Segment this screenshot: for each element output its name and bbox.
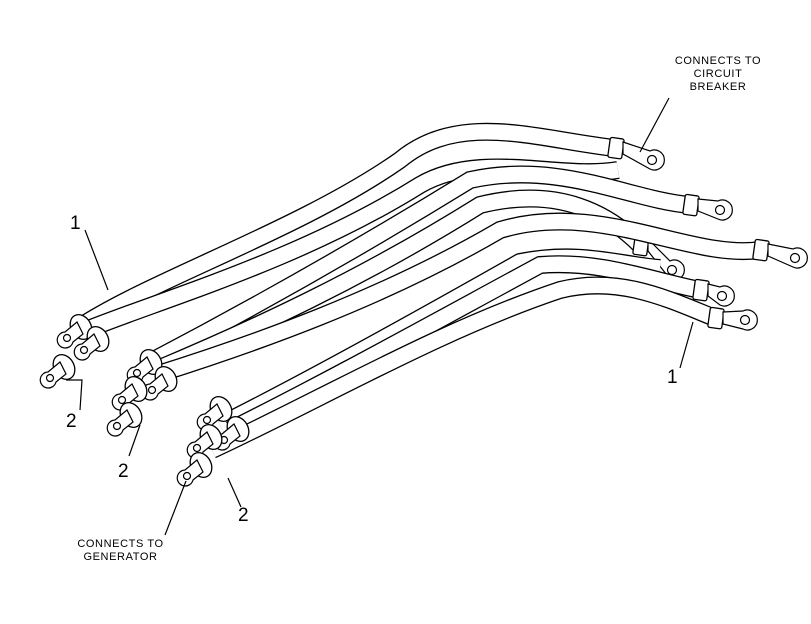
terminal-hole [789, 252, 801, 264]
terminal-hole [132, 368, 142, 378]
callout-line: CIRCUIT [693, 68, 743, 80]
item-number-2: 2 [238, 505, 249, 526]
terminal-hole [62, 333, 72, 343]
leader-line-generator [164, 480, 187, 536]
terminal-hole [192, 443, 202, 453]
cable-core [157, 190, 646, 376]
ring-terminal [56, 321, 84, 349]
callout-circuit-breaker: CONNECTS TO CIRCUIT BREAKER [668, 55, 768, 94]
ring-terminal [106, 409, 134, 437]
terminal-hole [117, 395, 127, 405]
terminal-hole [646, 154, 658, 166]
callout-generator: CONNECTS TO GENERATOR [63, 538, 178, 564]
callout-line: CONNECTS TO [674, 55, 762, 67]
cable-core [73, 124, 616, 335]
ring-terminal [176, 459, 204, 487]
terminal-hole [716, 290, 728, 302]
ring-terminal [767, 243, 808, 269]
terminal-hole [182, 471, 192, 481]
item-number-2: 2 [66, 411, 77, 432]
cable-bundle [39, 122, 808, 487]
terminal-hole [714, 204, 726, 216]
callout-line: GENERATOR [83, 551, 158, 563]
leader-line-circuit-breaker [639, 97, 670, 153]
item-number-2: 2 [118, 461, 129, 482]
terminal-sleeve [682, 193, 700, 217]
terminal-hole [202, 415, 212, 425]
terminal-sleeve [707, 306, 725, 330]
cable-core [208, 277, 718, 457]
terminal-hole [147, 385, 157, 395]
terminal-sleeve [607, 136, 625, 160]
item-number-1-left: 1 [70, 213, 81, 234]
cable-core [146, 166, 691, 369]
item-number-1-right: 1 [667, 367, 678, 388]
terminal-hole [79, 345, 89, 355]
leader-line-2a [66, 379, 83, 411]
cable-core [152, 213, 762, 383]
leader-line-2b [128, 424, 141, 457]
cable-core [226, 256, 702, 437]
terminal-hole [112, 421, 122, 431]
leader-line-2c [227, 477, 242, 508]
callout-line: CONNECTS TO [77, 538, 164, 550]
terminal-hole [666, 264, 678, 276]
ring-terminal [73, 333, 101, 361]
callout-line: BREAKER [689, 81, 747, 93]
leader-lines [66, 97, 694, 536]
leader-line-left-1 [84, 229, 109, 291]
terminal-sleeve [752, 238, 770, 262]
leader-line-right-1 [679, 321, 694, 369]
ring-terminal [39, 361, 67, 389]
terminal-hole [45, 373, 55, 383]
terminal-hole [739, 314, 751, 326]
terminal-sleeve [692, 278, 710, 302]
